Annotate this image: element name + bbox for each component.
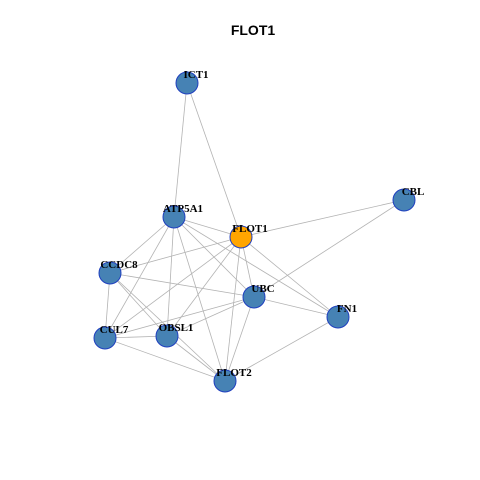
node-cul7 — [93, 326, 117, 350]
node-atp5a1 — [162, 205, 186, 229]
edge-ubc-fn1 — [253, 296, 339, 318]
node-label-flot2: FLOT2 — [216, 367, 252, 379]
node-label-ccdc8: CCDC8 — [100, 259, 138, 271]
edge-cbl-flot1 — [240, 199, 405, 238]
edge-fn1-flot2 — [224, 316, 339, 382]
node-label-cul7: CUL7 — [100, 324, 129, 336]
edge-atp5a1-obsl1 — [166, 216, 175, 337]
node-label-cbl: CBL — [402, 186, 425, 198]
edge-ubc-obsl1 — [166, 296, 255, 337]
node-flot1 — [229, 225, 253, 249]
diagram-title: FLOT1 — [231, 22, 276, 38]
edge-atp5a1-flot1 — [173, 216, 242, 238]
edge-ccdc8-ubc — [109, 272, 255, 298]
edge-ccdc8-obsl1 — [109, 272, 168, 337]
edge-atp5a1-cul7 — [104, 216, 175, 339]
nodes-layer — [93, 71, 416, 393]
node-cbl — [392, 188, 416, 212]
edge-atp5a1-fn1 — [173, 216, 339, 318]
node-ccdc8 — [98, 261, 122, 285]
edge-flot1-flot2 — [224, 236, 242, 382]
edge-ict1-atp5a1 — [173, 82, 188, 218]
edge-flot1-fn1 — [240, 236, 339, 318]
node-flot2 — [213, 369, 237, 393]
edges-layer — [104, 82, 405, 382]
node-label-ict1: ICT1 — [183, 69, 208, 81]
node-label-obsl1: OBSL1 — [159, 322, 194, 334]
node-obsl1 — [155, 324, 179, 348]
node-fn1 — [326, 305, 350, 329]
edge-ict1-flot1 — [186, 82, 242, 238]
node-ict1 — [175, 71, 199, 95]
edge-cbl-ubc — [253, 199, 405, 298]
edge-cul7-flot2 — [104, 337, 226, 382]
edge-flot1-obsl1 — [166, 236, 242, 337]
edge-obsl1-flot2 — [166, 335, 226, 382]
edge-atp5a1-flot2 — [173, 216, 226, 382]
edge-atp5a1-ccdc8 — [109, 216, 175, 274]
edge-ubc-cul7 — [104, 296, 255, 339]
node-label-flot1: FLOT1 — [232, 223, 267, 235]
edge-flot1-cul7 — [104, 236, 242, 339]
node-label-ubc: UBC — [251, 283, 274, 295]
node-label-atp5a1: ATP5A1 — [163, 203, 203, 215]
node-label-fn1: FN1 — [337, 303, 357, 315]
edge-ubc-flot2 — [224, 296, 255, 382]
edge-flot1-ccdc8 — [109, 236, 242, 274]
node-ubc — [242, 285, 266, 309]
